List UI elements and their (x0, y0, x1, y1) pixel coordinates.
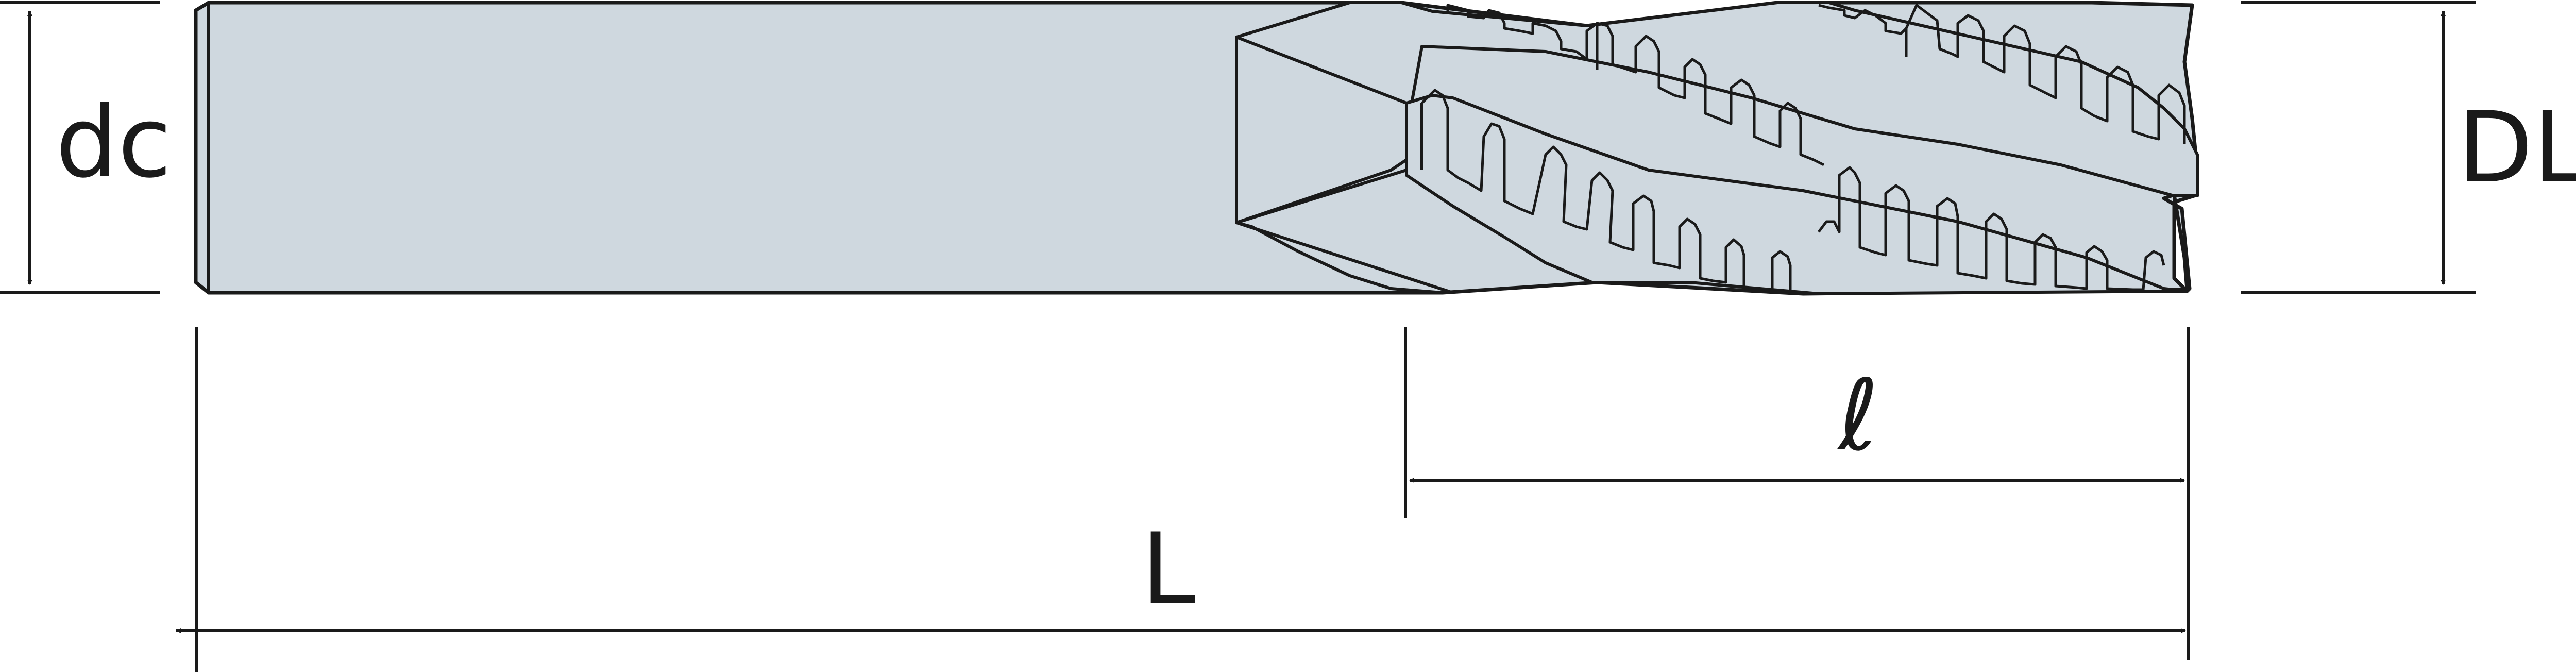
dimension-dl: DL (2241, 1, 2576, 294)
dl-label: DL (2458, 91, 2576, 205)
dc-label: dc (56, 86, 172, 199)
flute-helix (1235, 1, 2199, 295)
serrations-lower (1421, 89, 2165, 291)
serrations-upper (1446, 4, 2186, 166)
dimension-dc: dc (0, 1, 172, 294)
dimension-flute-length: ℓ (1409, 359, 2185, 483)
extension-lines (195, 327, 2190, 672)
flute-length-label: ℓ (1837, 359, 1879, 473)
overall-length-label: L (1141, 512, 1196, 626)
dimension-overall-length: L (176, 512, 2186, 633)
